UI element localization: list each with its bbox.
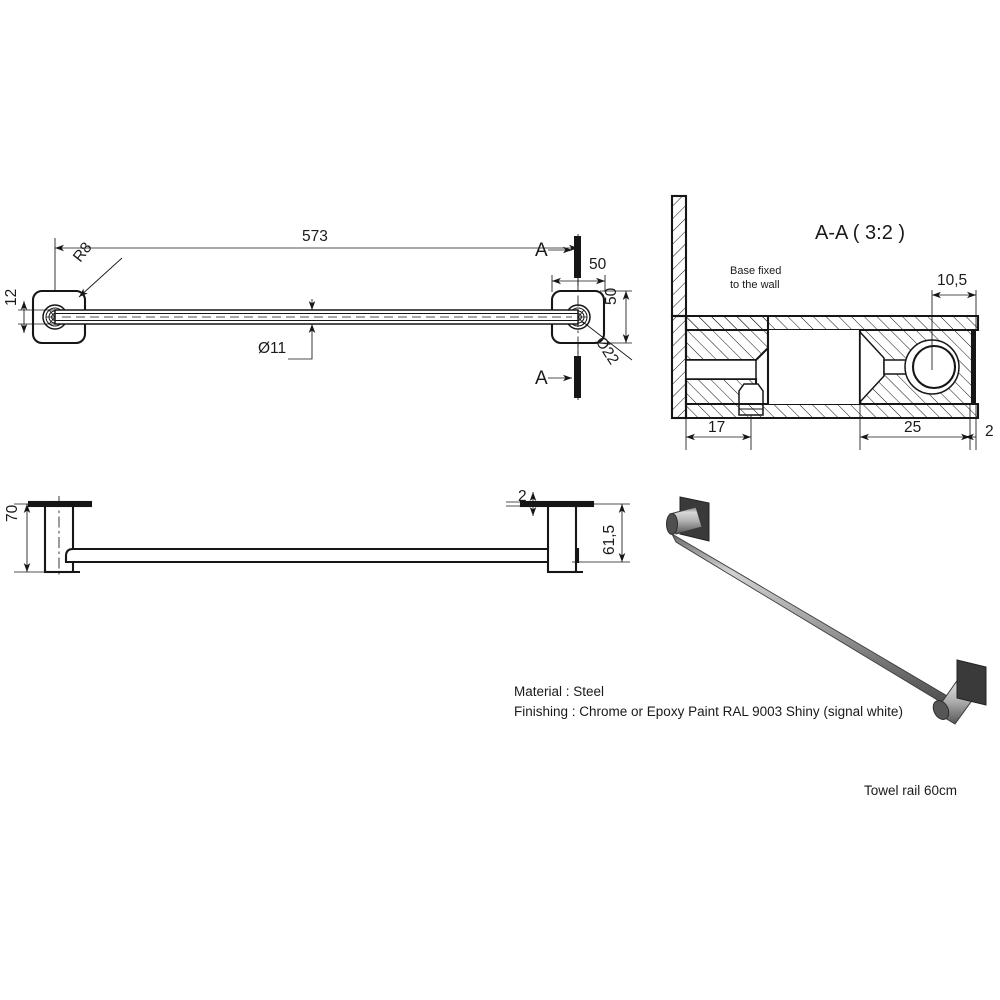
- base-cavity: [685, 359, 757, 380]
- cut-plane-flag-top: [574, 236, 581, 278]
- section-letter-top: A: [535, 240, 548, 261]
- housing-bottom-hatch: [686, 404, 978, 418]
- section-view-aa-group: [670, 194, 980, 450]
- dim-label-rod-offset: 12: [3, 288, 20, 306]
- dim-label-overall-length: 573: [302, 228, 328, 245]
- dim-label-cap-depth: 25: [904, 419, 922, 436]
- rail-rod-side: [64, 547, 580, 564]
- iso-plate-right: [956, 659, 987, 706]
- leader-corner-radius: [78, 257, 123, 298]
- rod-bore-inner: [911, 344, 957, 390]
- end-plate-2mm: [972, 330, 976, 404]
- dim-label-plate-width: 50: [589, 256, 607, 273]
- spec-block: Material : Steel Finishing : Chrome or E…: [514, 682, 903, 721]
- spec-material: Material : Steel: [514, 684, 605, 699]
- wall-hatch-lower: [672, 316, 686, 418]
- housing-top-hatch: [686, 316, 978, 330]
- screw-head: [738, 383, 764, 405]
- iso-stub-right-cap: [932, 700, 950, 720]
- housing-cavity: [768, 330, 860, 404]
- base-fixed-note-line1: Base fixed: [730, 265, 782, 277]
- wall-hatch: [672, 196, 686, 316]
- iso-stub-left-cap: [666, 513, 678, 535]
- isometric-view-group: [666, 496, 987, 725]
- top-view-group: [18, 234, 633, 400]
- iso-rod: [670, 532, 950, 705]
- right-bracket-body: [546, 504, 578, 574]
- dim-label-base-depth: 17: [708, 419, 726, 436]
- dim-label-bracket-height: 70: [4, 504, 21, 522]
- dim-label-cap-thickness: 2: [985, 423, 994, 440]
- front-view-group: [14, 492, 630, 576]
- base-fixed-note: Base fixed to the wall: [730, 265, 781, 293]
- dim-label-plate-height: 50: [603, 287, 620, 305]
- cut-plane-flag-bottom: [574, 356, 581, 398]
- base-fixed-note-line2: to the wall: [730, 278, 780, 291]
- leader-rod-dia-shelf: [288, 336, 313, 360]
- dim-label-rail-height: 61,5: [601, 524, 618, 555]
- housing-top-outline: [684, 314, 980, 332]
- section-letter-bottom: A: [535, 368, 548, 389]
- dim-label-rod-diameter: Ø11: [258, 340, 287, 357]
- product-caption: Towel rail 60cm: [864, 783, 958, 798]
- section-title: A-A ( 3:2 ): [815, 222, 906, 244]
- spec-finishing: Finishing : Chrome or Epoxy Paint RAL 90…: [514, 703, 903, 719]
- leader-boss-dia: [582, 321, 633, 361]
- dim-label-plate-thickness: 2: [518, 488, 527, 505]
- dim-label-hole-position: 10,5: [937, 272, 968, 289]
- cap-cone-relief: [859, 330, 885, 404]
